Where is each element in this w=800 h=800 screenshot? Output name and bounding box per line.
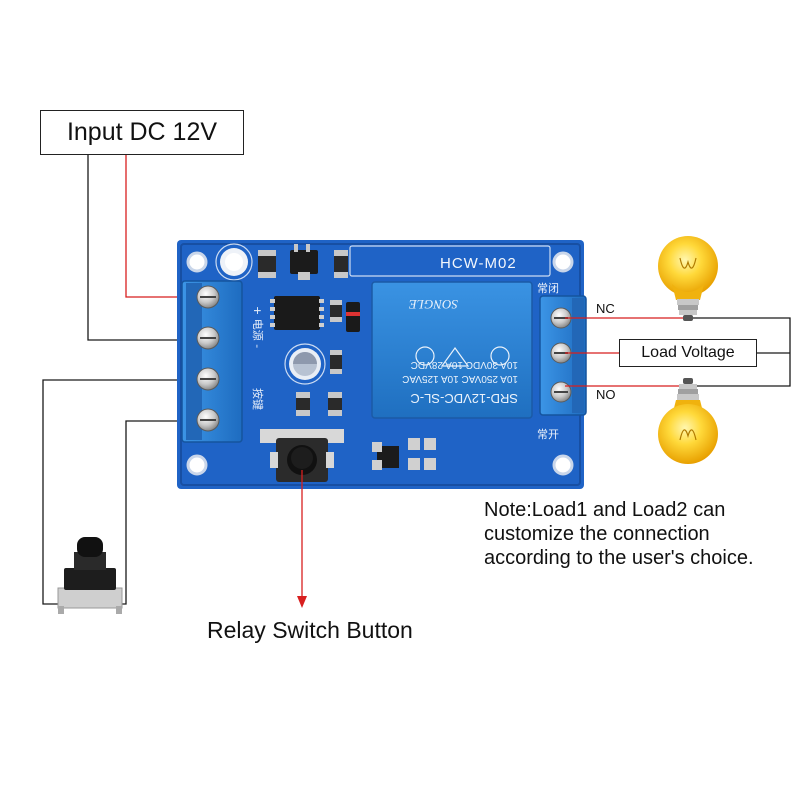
relay: SRD-12VDC-SL-C 10A 250VAC 10A 125VAC 10A… (371, 281, 533, 419)
nc-label: NC (596, 301, 615, 316)
input-voltage-label: Input DC 12V (40, 110, 244, 155)
relay-line-3: 10A 30VDC 10A 28VDC (411, 359, 518, 370)
no-cn-mark: 常开 (537, 428, 559, 441)
button-arrow (297, 470, 307, 608)
nc-wire-black (690, 317, 791, 387)
onboard-button (260, 429, 344, 482)
ic-chip (270, 296, 324, 330)
lightbulb-icon (658, 236, 718, 321)
screw-terminal-icon (196, 285, 220, 432)
button-wire-1 (42, 379, 200, 605)
nc-cn-mark: 常闭 (537, 282, 559, 295)
input-wires (42, 155, 200, 605)
screw-terminal-icon (550, 307, 572, 403)
electrolytic-capacitor (289, 348, 321, 380)
relay-line-1: SRD-12VDC-SL-C (410, 391, 518, 406)
lightbulb-icon (658, 378, 718, 464)
note-text: Note:Load1 and Load2 can customize the c… (484, 499, 754, 569)
output-terminal-block (539, 295, 587, 416)
negative-wire (87, 155, 200, 341)
relay-module-board: HCW-M02 (177, 240, 587, 489)
power-marks: + 电源 - (251, 306, 265, 348)
no-label: NO (596, 387, 616, 402)
load-wires (565, 317, 791, 387)
load-voltage-label: Load Voltage (619, 339, 757, 367)
input-terminal-block (181, 280, 243, 443)
tactile-switch-icon (57, 537, 123, 614)
positive-wire (125, 155, 200, 298)
relay-line-2: 10A 250VAC 10A 125VAC (402, 373, 518, 384)
key-marks: 按键 (251, 388, 265, 410)
relay-brand: SONGLE (409, 297, 458, 312)
mounting-holes (186, 251, 574, 476)
relay-switch-button-caption: Relay Switch Button (207, 617, 413, 643)
board-model-text: HCW-M02 (440, 255, 517, 272)
